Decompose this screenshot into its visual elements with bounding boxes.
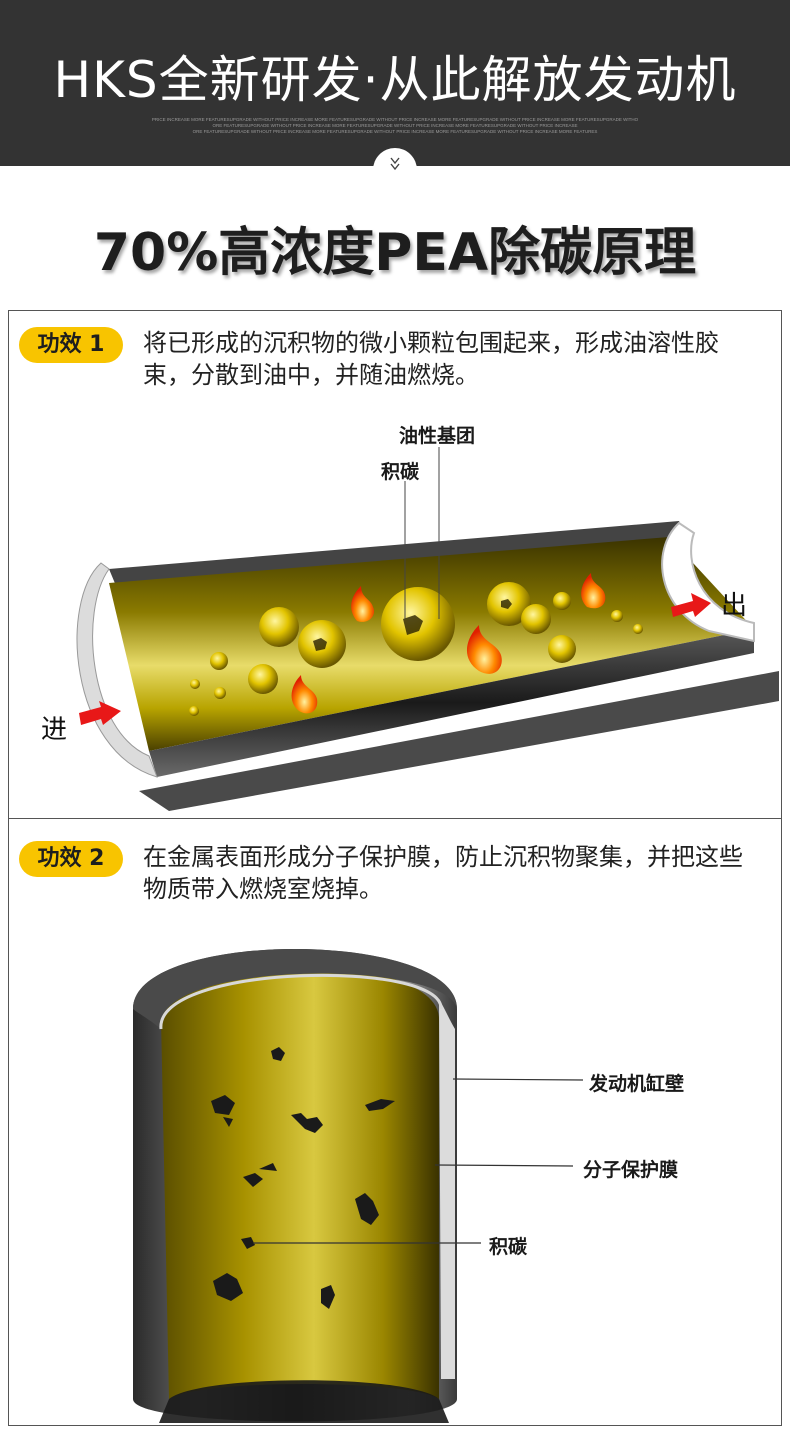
chevron-down-icon: [390, 157, 400, 171]
carbon-deposits: [211, 1047, 395, 1309]
label-cylinder-wall: 发动机缸壁: [589, 1073, 685, 1095]
header-title: HKS全新研发·从此解放发动机: [53, 51, 737, 109]
header-notch: [373, 148, 417, 184]
label-oil-group: 油性基团: [399, 425, 476, 447]
page-title: 70%高浓度PEA除碳原理: [93, 223, 697, 283]
label-protective-film: 分子保护膜: [583, 1159, 679, 1181]
pipe-illustration: [76, 447, 779, 811]
section-panel-2: 功效 2 在金属表面形成分子保护膜，防止沉积物聚集，并把这些物质带入燃烧室烧掉。: [8, 818, 782, 1426]
cylinder-illustration: [133, 949, 584, 1423]
arrow-in-icon: [79, 701, 121, 725]
effect-description-2: 在金属表面形成分子保护膜，防止沉积物聚集，并把这些物质带入燃烧室烧掉。: [143, 843, 743, 903]
header-subtext-line: ORE FEATURESUPGRADE WITHOUT PRICE INCREA…: [212, 123, 578, 128]
label-carbon-2: 积碳: [489, 1236, 528, 1258]
effect-badge-2: 功效 2: [19, 841, 123, 877]
effect-description-1: 将已形成的沉积物的微小颗粒包围起来，形成油溶性胶束，分散到油中，并随油燃烧。: [143, 329, 719, 389]
header-banner: HKS全新研发·从此解放发动机 PRICE INCREASE MORE FEAT…: [0, 0, 790, 166]
section-panel-1: 功效 1 将已形成的沉积物的微小颗粒包围起来，形成油溶性胶束，分散到油中，并随油…: [8, 310, 782, 819]
label-out: 出: [721, 591, 748, 621]
label-carbon-1: 积碳: [381, 461, 420, 483]
header-subtext-line: ORE FEATURESUPGRADE WITHOUT PRICE INCREA…: [192, 129, 598, 134]
effect-badge-1: 功效 1: [19, 327, 123, 363]
arrow-out-icon: [671, 593, 711, 617]
label-in: 进: [41, 715, 68, 745]
header-subtext-line: PRICE INCREASE MORE FEATURESUPGRADE WITH…: [151, 117, 639, 122]
flame-icons: [291, 573, 606, 714]
